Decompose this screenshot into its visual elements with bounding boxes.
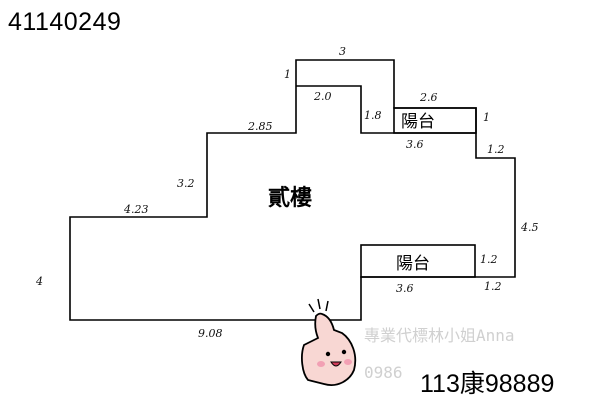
case-code: 113康98889 bbox=[420, 370, 555, 398]
dim-balcony2-bottom: 3.6 bbox=[396, 282, 414, 295]
dim-balcony2-right: 1.2 bbox=[480, 253, 498, 266]
dim-right-step-top: 1 bbox=[483, 111, 490, 124]
balcony-upper bbox=[393, 107, 477, 134]
thumbs-up-icon bbox=[301, 298, 357, 386]
balcony-upper-label: 陽台 bbox=[401, 112, 435, 132]
dim-upper-left-side: 3.2 bbox=[177, 177, 195, 190]
main-room-label: 貳樓 bbox=[268, 185, 312, 211]
dim-upper-left-top: 2.85 bbox=[247, 120, 273, 133]
dim-bottom-right: 1.2 bbox=[484, 280, 502, 293]
dim-left-top: 4.23 bbox=[123, 203, 149, 216]
dim-right-side: 4.5 bbox=[520, 221, 539, 234]
document-id: 41140249 bbox=[8, 8, 122, 36]
dim-inner-step: 1.8 bbox=[364, 109, 382, 122]
watermark-line2: 0986 bbox=[364, 363, 403, 382]
dim-balcony-top: 2.6 bbox=[419, 91, 438, 104]
balcony-lower bbox=[360, 244, 476, 278]
dim-inner-top: 2.0 bbox=[313, 90, 332, 103]
dim-top: 3 bbox=[339, 45, 346, 58]
watermark-line1: 專業代標林小姐Anna bbox=[364, 326, 515, 345]
dim-right-notch: 1.2 bbox=[487, 143, 505, 156]
balcony-lower-label: 陽台 bbox=[396, 254, 430, 274]
dim-left-side: 4 bbox=[35, 275, 43, 288]
dim-balcony-bottom: 3.6 bbox=[406, 138, 424, 151]
dim-bottom: 9.08 bbox=[198, 327, 223, 340]
dim-top-left-step: 1 bbox=[284, 68, 291, 81]
